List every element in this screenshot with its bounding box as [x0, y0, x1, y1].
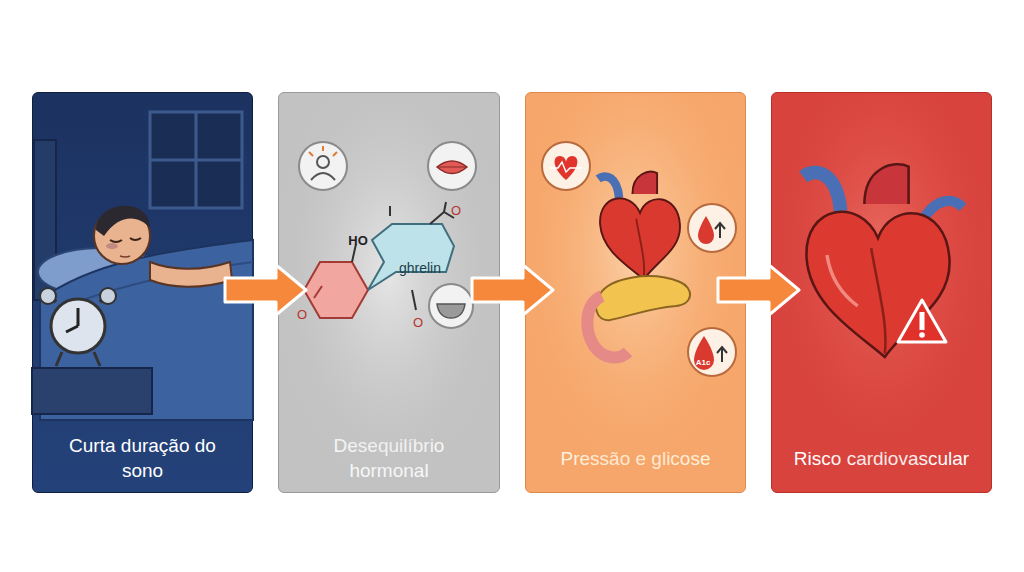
flow-arrow: [225, 265, 306, 315]
panel-caption: Curta duração do sono: [68, 433, 218, 483]
flow-arrow: [718, 265, 799, 315]
panel-caption-area: Pressão e glicose: [526, 426, 745, 490]
panel-caption: Risco cardiovascular: [794, 446, 969, 471]
stage-panel: Pressão e glicose: [525, 92, 746, 493]
panel-caption-area: Desequilíbrio hormonal: [279, 426, 499, 490]
stage-panel: Curta duração do sono: [32, 92, 253, 493]
panel-caption-area: Curta duração do sono: [33, 426, 252, 490]
stage-panel: Risco cardiovascular: [771, 92, 992, 493]
flow-arrow: [472, 265, 553, 315]
panel-caption: Pressão e glicose: [561, 446, 711, 471]
panel-caption-area: Risco cardiovascular: [772, 426, 991, 490]
panel-caption: Desequilíbrio hormonal: [309, 433, 469, 483]
stage-panel: Desequilíbrio hormonal: [278, 92, 500, 493]
